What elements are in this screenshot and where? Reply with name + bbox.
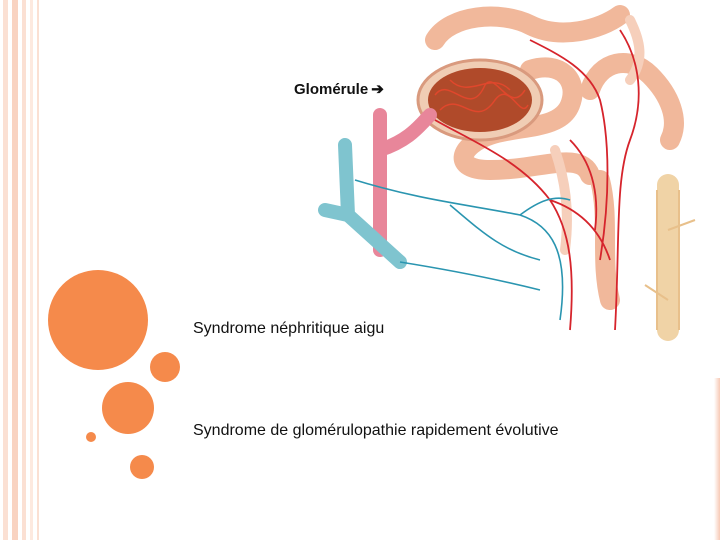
right-edge-decoration: [714, 378, 720, 540]
small-decorative-circle: [150, 352, 180, 382]
tiny-decorative-circle: [86, 432, 96, 442]
glomerule-label-text: Glomérule: [294, 81, 369, 98]
large-decorative-circle: [48, 270, 148, 370]
medium-decorative-circle: [102, 382, 154, 434]
right-arrow-icon: ➔: [371, 81, 384, 98]
small-decorative-circle-2: [130, 455, 154, 479]
syndrome-glomerulopathie-text: Syndrome de glomérulopathie rapidement é…: [193, 422, 559, 439]
syndrome-nephritique-text: Syndrome néphritique aigu: [193, 320, 385, 337]
left-stripes-decoration: [0, 0, 42, 540]
nephron-illustration: [318, 5, 696, 341]
glomerule-label: Glomérule➔: [294, 80, 384, 98]
